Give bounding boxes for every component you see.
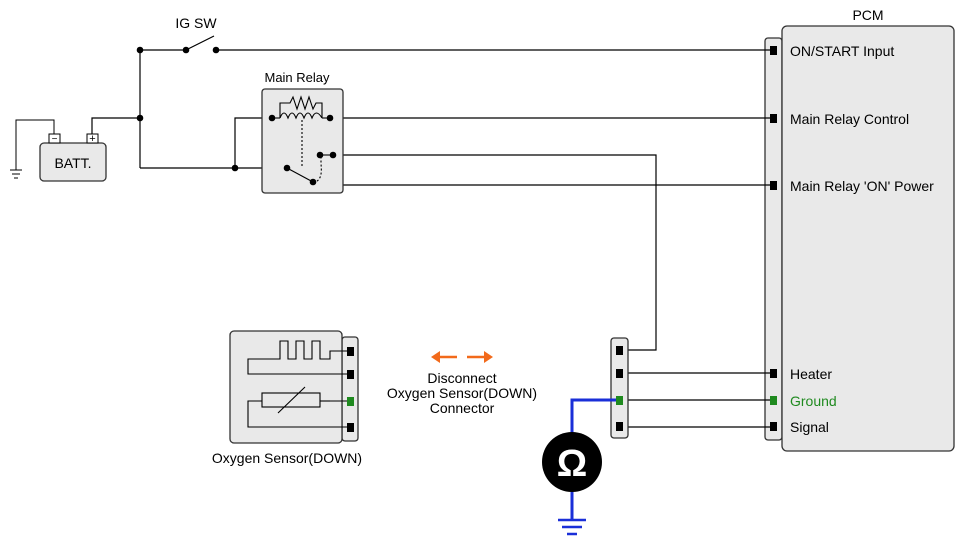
ohmmeter-icon xyxy=(542,432,602,492)
pcm-label-ground: Ground xyxy=(790,393,837,409)
main-relay-nodes xyxy=(268,114,337,186)
battery-box xyxy=(39,142,107,182)
ohmmeter-symbol: Ω xyxy=(557,443,587,485)
harness-pin-2 xyxy=(616,369,623,378)
instruction-line-3: Connector xyxy=(430,400,495,416)
disconnect-arrow-icon xyxy=(431,351,493,363)
junction-dots xyxy=(136,46,239,172)
harness-connector xyxy=(610,337,629,439)
pcm-pin-on-start xyxy=(770,46,777,55)
instruction-line-1: Disconnect xyxy=(427,370,496,386)
battery-pos-symbol: + xyxy=(89,133,95,145)
ig-switch-label: IG SW xyxy=(175,15,217,31)
harness-pin-3 xyxy=(616,396,623,405)
pcm-pin-main-relay-control xyxy=(770,114,777,123)
battery-label: BATT. xyxy=(54,155,91,171)
ig-switch-blade xyxy=(187,35,215,50)
main-relay-label: Main Relay xyxy=(264,70,330,85)
oxygen-sensor-pin-4 xyxy=(347,423,354,432)
oxygen-sensor-label: Oxygen Sensor(DOWN) xyxy=(212,450,362,466)
pcm-pin-main-relay-on-power xyxy=(770,181,777,190)
pcm-title: PCM xyxy=(852,7,883,23)
oxygen-sensor-pin-3 xyxy=(347,397,354,406)
pcm-connector-strip xyxy=(764,37,783,441)
pcm-label-main-relay-control: Main Relay Control xyxy=(790,111,909,127)
harness-pin-1 xyxy=(616,346,623,355)
pcm-box xyxy=(781,25,955,452)
pcm-label-on-start: ON/START Input xyxy=(790,43,894,59)
instruction-line-2: Oxygen Sensor(DOWN) xyxy=(387,385,537,401)
pcm-pin-ground xyxy=(770,396,777,405)
harness-pin-4 xyxy=(616,422,623,431)
ohmmeter-ground-symbol xyxy=(558,518,586,536)
pcm-label-main-relay-on-power: Main Relay 'ON' Power xyxy=(790,178,934,194)
oxygen-sensor-pin-2 xyxy=(347,370,354,379)
pcm-label-signal: Signal xyxy=(790,419,829,435)
oxygen-sensor-box xyxy=(229,330,343,444)
pcm-pin-heater xyxy=(770,369,777,378)
oxygen-sensor-pin-1 xyxy=(347,347,354,356)
pcm-label-heater: Heater xyxy=(790,366,832,382)
battery-ground-symbol xyxy=(10,119,55,179)
battery-neg-symbol: − xyxy=(52,134,58,145)
oxygen-sensor-internals xyxy=(247,340,347,428)
pcm-pin-signal xyxy=(770,422,777,431)
